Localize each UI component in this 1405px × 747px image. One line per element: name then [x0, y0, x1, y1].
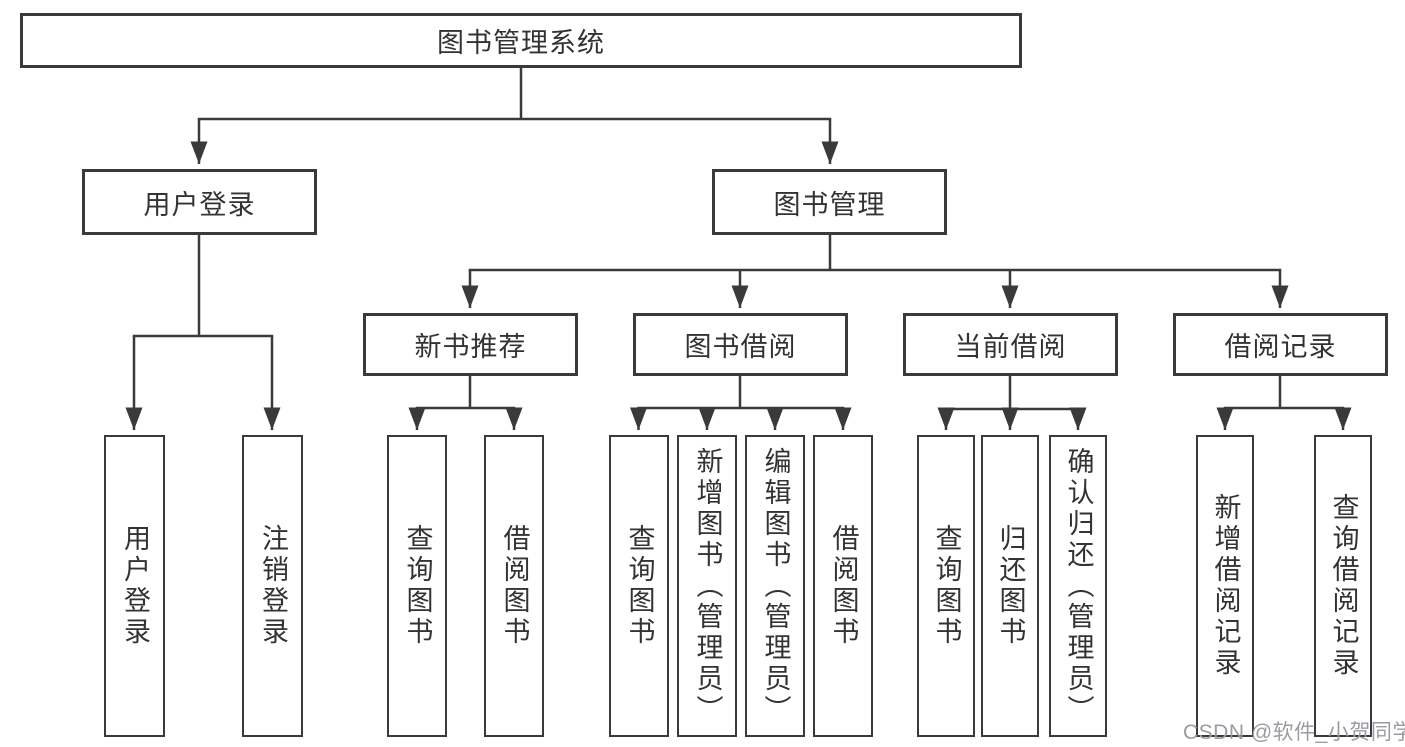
leaf-query-books-borrowing: 查询图书	[609, 435, 669, 737]
leaf-query-books-borrowing-label: 查询图书	[624, 524, 655, 648]
connector-current-borrow-to-leaves	[937, 376, 1087, 430]
node-new-book-recommend: 新书推荐	[363, 313, 578, 376]
connector-user-login-to-leaves	[125, 235, 281, 430]
node-root-system: 图书管理系统	[20, 13, 1022, 68]
leaf-borrow-books-borrowing: 借阅图书	[813, 435, 873, 737]
leaf-confirm-return-admin-label: 确认归还（管理员）	[1063, 446, 1094, 726]
leaf-logout-label: 注销登录	[258, 524, 288, 648]
leaf-borrow-books-recommend-label: 借阅图书	[499, 524, 530, 648]
leaf-edit-books-admin-label: 编辑图书（管理员）	[760, 446, 791, 726]
leaf-query-books-recommend-label: 查询图书	[402, 524, 433, 648]
connector-book-mgmt-to-level3	[461, 235, 1289, 308]
connector-borrow-records-to-leaves	[1216, 376, 1352, 430]
leaf-edit-books-admin: 编辑图书（管理员）	[745, 435, 805, 737]
leaf-query-borrow-record: 查询借阅记录	[1314, 435, 1372, 737]
leaf-return-books: 归还图书	[981, 435, 1039, 737]
leaf-add-books-admin: 新增图书（管理员）	[677, 435, 737, 737]
leaf-query-books-recommend: 查询图书	[387, 435, 447, 737]
csdn-watermark: CSDN @软件_小贺同学	[1183, 721, 1405, 744]
leaf-query-borrow-record-label: 查询借阅记录	[1328, 493, 1359, 679]
connector-root-to-level2	[190, 68, 839, 164]
leaf-user-login-label: 用户登录	[120, 524, 150, 648]
leaf-return-books-label: 归还图书	[995, 524, 1026, 648]
node-user-login: 用户登录	[82, 169, 317, 235]
leaf-query-books-current-label: 查询图书	[931, 524, 962, 648]
node-current-borrowing: 当前借阅	[903, 313, 1118, 376]
connector-book-borrow-to-leaves	[630, 376, 852, 430]
connector-new-books-to-leaves	[408, 376, 523, 430]
leaf-borrow-books-borrowing-label: 借阅图书	[828, 524, 859, 648]
leaf-borrow-books-recommend: 借阅图书	[484, 435, 544, 737]
leaf-query-books-current: 查询图书	[917, 435, 975, 737]
node-book-borrowing: 图书借阅	[633, 313, 848, 376]
leaf-add-books-admin-label: 新增图书（管理员）	[692, 446, 723, 726]
leaf-add-borrow-record-label: 新增借阅记录	[1210, 493, 1241, 679]
leaf-add-borrow-record: 新增借阅记录	[1196, 435, 1254, 737]
node-borrowing-records: 借阅记录	[1173, 313, 1388, 376]
leaf-logout: 注销登录	[242, 435, 303, 737]
node-book-management: 图书管理	[712, 169, 947, 235]
leaf-user-login: 用户登录	[104, 435, 165, 737]
leaf-confirm-return-admin: 确认归还（管理员）	[1049, 435, 1107, 737]
